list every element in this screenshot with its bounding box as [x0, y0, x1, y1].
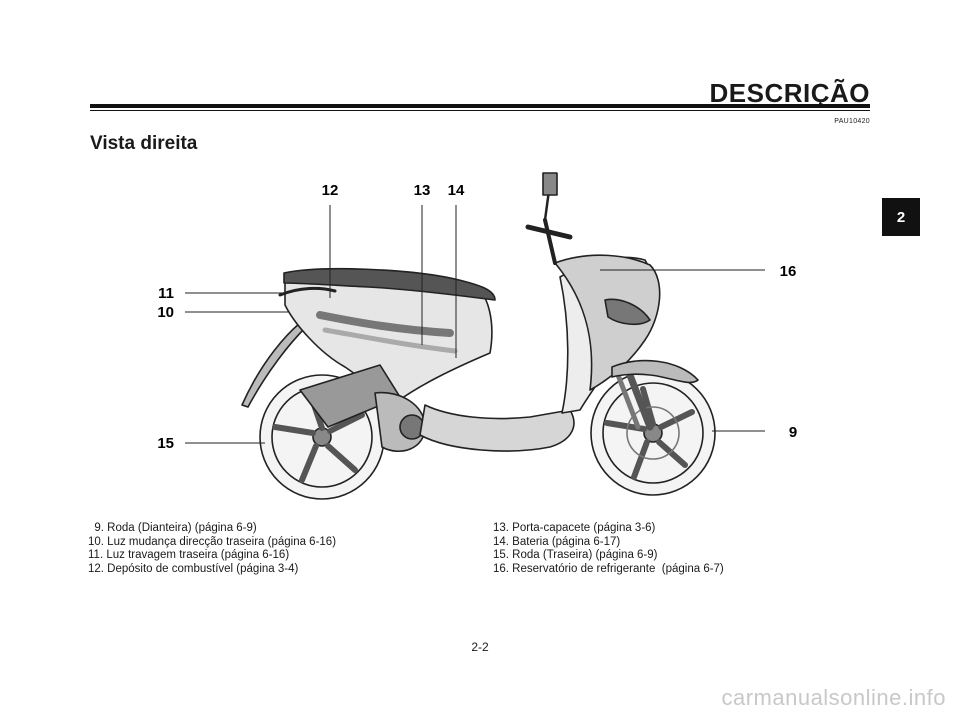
callout-10: 10: [157, 304, 174, 321]
legend-item-14: 14. Bateria (página 6-17): [493, 535, 621, 548]
callout-11: 11: [158, 285, 174, 302]
legend-item-9: 9. Roda (Dianteira) (página 6-9): [88, 522, 257, 534]
legend-item-15: 15. Roda (Traseira) (página 6-9): [493, 549, 658, 562]
legend-item-12: 12. Depósito de combustível (página 3-4): [88, 562, 299, 575]
legend-left: 9. Roda (Dianteira) (página 6-9) 10. Luz…: [88, 522, 336, 576]
watermark: carmanualsonline.info: [721, 685, 946, 710]
scooter-right-view-diagram: 12 13 14 11 10 15 16 9: [157, 172, 797, 500]
callout-13: 13: [414, 182, 431, 199]
header-rule-thin: [90, 110, 870, 111]
callout-12: 12: [322, 182, 339, 199]
page-header-title: DESCRIÇÃO: [709, 78, 870, 108]
legend-right: 13. Porta-capacete (página 3-6) 14. Bate…: [493, 522, 724, 576]
legend-item-16: 16. Reservatório de refrigerante (página…: [493, 562, 724, 575]
front-wheel: [590, 370, 716, 496]
callout-16: 16: [780, 263, 797, 280]
page-number: 2-2: [471, 640, 489, 654]
document-code: PAU10420: [834, 118, 870, 125]
header-rule-thick: [90, 104, 870, 108]
callout-9: 9: [789, 424, 797, 441]
legend-item-13: 13. Porta-capacete (página 3-6): [493, 522, 656, 534]
callout-15: 15: [157, 435, 174, 452]
chapter-tab: 2: [882, 198, 920, 236]
section-title: Vista direita: [90, 133, 198, 154]
callout-14: 14: [448, 182, 465, 199]
legend-item-11: 11. Luz travagem traseira (página 6-16): [88, 549, 290, 562]
legend-item-10: 10. Luz mudança direcção traseira (págin…: [88, 535, 337, 548]
